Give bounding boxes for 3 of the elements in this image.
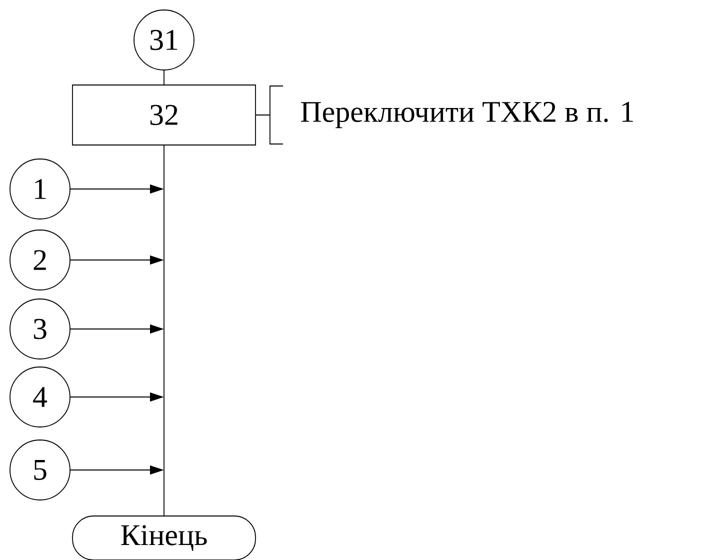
terminator-box: Кінець — [72, 516, 256, 560]
process-box: 32 — [72, 84, 256, 146]
comment-text: Переключити ТХК2 в п. 1 — [301, 102, 633, 128]
